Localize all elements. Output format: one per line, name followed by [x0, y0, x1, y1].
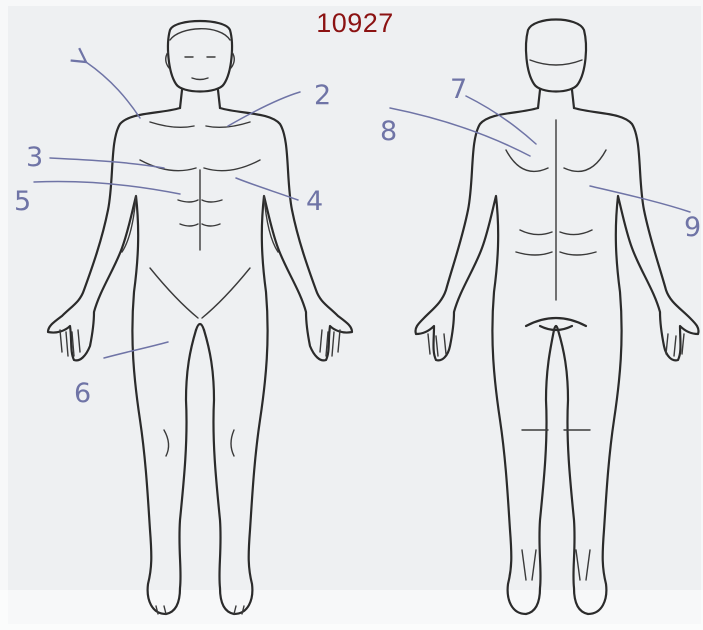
label-8: 8 [380, 116, 397, 147]
label-6: 6 [74, 378, 91, 409]
label-5: 5 [14, 186, 31, 217]
label-7: 7 [450, 74, 467, 105]
case-number: 10927 [305, 8, 405, 39]
label-2: 2 [314, 80, 331, 111]
paper-sheet [8, 6, 701, 624]
label-4: 4 [306, 186, 323, 217]
label-9: 9 [684, 212, 701, 243]
label-3: 3 [26, 142, 43, 173]
